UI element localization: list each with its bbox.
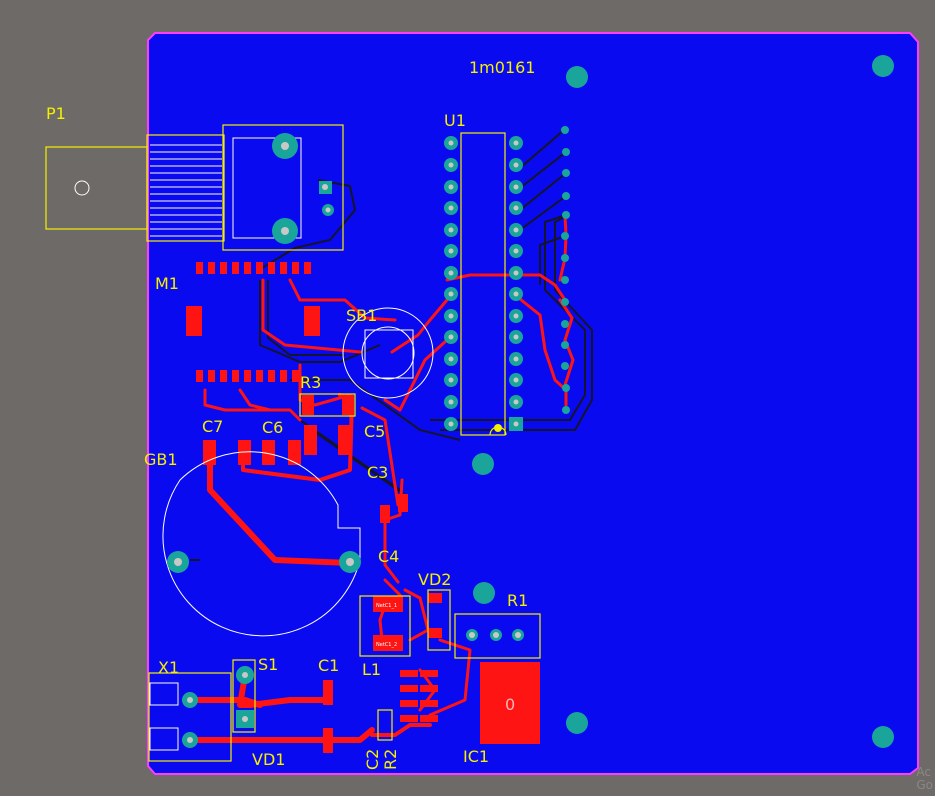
vd1-label: VD1 (252, 750, 285, 769)
m1-label: M1 (155, 274, 179, 293)
c7-label: C7 (202, 417, 223, 436)
pin1-marker (494, 424, 502, 432)
ic1-tab-label: 0 (505, 695, 515, 714)
connector-hatching (74, 137, 302, 239)
designator-labels: 1m0161 P1 U1 M1 SB1 R3 C7 C6 C5 GB1 C3 C… (46, 58, 535, 770)
p1-label: P1 (46, 104, 66, 123)
r1-label: R1 (507, 591, 528, 610)
r3-label: R3 (300, 373, 321, 392)
s1-label: S1 (258, 655, 278, 674)
c3-label: C3 (367, 463, 388, 482)
c4-label: C4 (378, 547, 399, 566)
watermark-line-1: Ac (916, 765, 931, 779)
board-name-label: 1m0161 (469, 58, 535, 77)
silkscreen-outlines (45, 124, 541, 762)
gb1-label: GB1 (144, 450, 178, 469)
x1-label: X1 (158, 658, 179, 677)
c2-label: C2 (363, 749, 382, 770)
c6-label: C6 (262, 418, 283, 437)
component-overlays (149, 307, 434, 751)
u1-label: U1 (444, 111, 466, 130)
smd-pads (186, 262, 540, 753)
vd2-label: VD2 (418, 570, 451, 589)
c1-label: C1 (318, 656, 339, 675)
l1-label: L1 (362, 660, 381, 679)
net-label-2: NetC1_2 (376, 642, 397, 648)
net-label-1: NetC1_1 (376, 603, 397, 609)
activation-watermark: Ac Go (916, 766, 933, 792)
board-outline[interactable] (147, 32, 919, 775)
r2-label: R2 (381, 749, 400, 770)
c5-label: C5 (364, 422, 385, 441)
watermark-line-2: Go (916, 778, 933, 792)
ic1-label: IC1 (463, 747, 489, 766)
drill-holes (174, 140, 521, 743)
sb1-label: SB1 (346, 306, 377, 325)
